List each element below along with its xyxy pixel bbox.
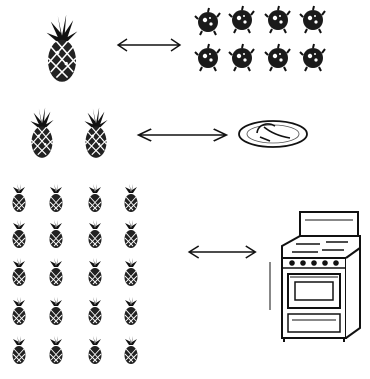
pineapple-icon [89, 184, 102, 212]
pineapple-icon [89, 297, 102, 325]
stove-icon [270, 212, 360, 342]
pineapple-icon [125, 258, 138, 286]
pineapple-icon [89, 220, 102, 248]
pineapple-icon [50, 297, 63, 325]
pineapple-icon [13, 184, 26, 212]
row-2 [30, 107, 307, 157]
pineapple-icon [125, 336, 138, 364]
seed-group [195, 6, 325, 71]
double-arrow-icon [189, 246, 255, 258]
pineapple-icon [50, 220, 63, 248]
pineapple-icon [50, 258, 63, 286]
pineapple-grid [13, 184, 138, 364]
pineapple-icon [50, 336, 63, 364]
seed-icon [265, 6, 290, 33]
seed-icon [265, 44, 290, 71]
pineapple-icon [47, 15, 78, 82]
pineapple-icon [13, 336, 26, 364]
seed-icon [195, 44, 220, 71]
pineapple-icon [89, 336, 102, 364]
seed-icon [195, 8, 220, 35]
pineapple-icon [125, 220, 138, 248]
pineapple-icon [84, 107, 107, 157]
seed-icon [300, 44, 325, 71]
pineapple-icon [125, 184, 138, 212]
seed-icon [300, 6, 325, 33]
seed-icon [229, 6, 254, 33]
pineapple-icon [89, 258, 102, 286]
plate-icon [239, 121, 307, 147]
pineapple-icon [13, 297, 26, 325]
seed-icon [229, 44, 254, 71]
pineapple-icon [30, 107, 53, 157]
pineapple-icon [125, 297, 138, 325]
double-arrow-icon [118, 39, 180, 51]
pineapple-icon [13, 258, 26, 286]
pineapple-icon [13, 220, 26, 248]
double-arrow-icon [138, 129, 226, 141]
row-1 [47, 6, 325, 82]
pineapple-icon [50, 184, 63, 212]
